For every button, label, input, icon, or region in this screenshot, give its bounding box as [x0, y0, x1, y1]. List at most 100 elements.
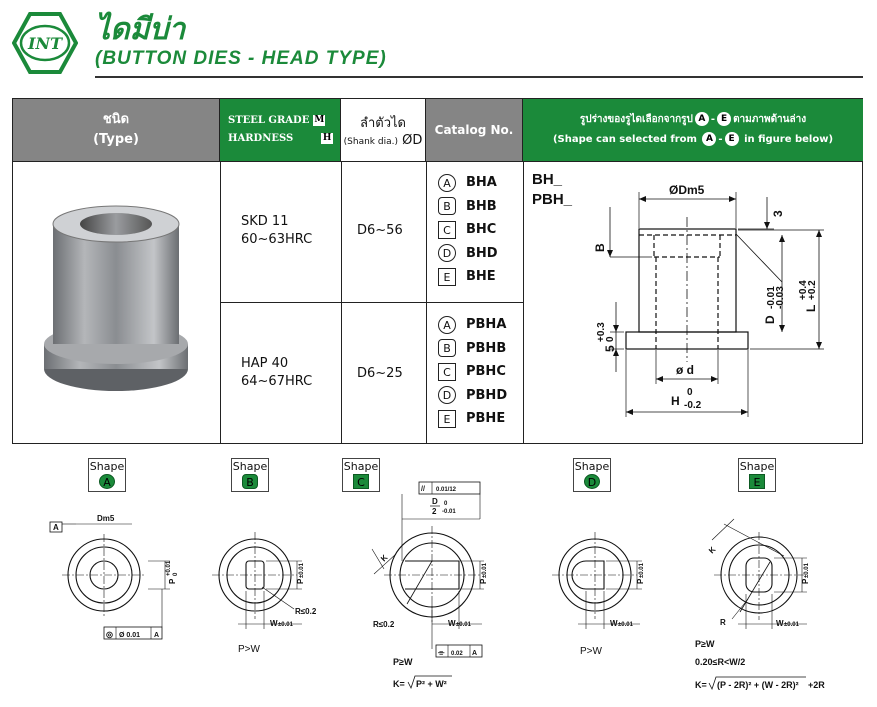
- svg-text:P: P: [801, 578, 810, 584]
- svg-text:K=: K=: [695, 680, 707, 690]
- svg-text:±0.01: ±0.01: [456, 622, 472, 628]
- svg-text:K=: K=: [393, 679, 405, 689]
- svg-text:D: D: [432, 497, 438, 506]
- svg-text:0: 0: [687, 387, 693, 398]
- svg-text:H: H: [671, 394, 680, 408]
- svg-text:◎: ◎: [106, 630, 113, 639]
- svg-text:PBH_: PBH_: [532, 191, 573, 208]
- header-rule: [95, 76, 863, 78]
- svg-text:-0.2: -0.2: [684, 400, 702, 411]
- svg-text:±0.01: ±0.01: [639, 562, 645, 578]
- svg-text:Dm5: Dm5: [97, 514, 115, 523]
- svg-text:-0.03: -0.03: [775, 286, 786, 309]
- page-title-english: (BUTTON DIES - HEAD TYPE): [95, 48, 387, 69]
- svg-text:+0.4: +0.4: [798, 280, 809, 300]
- button-die-photo: [44, 205, 188, 391]
- svg-text:P≥W: P≥W: [695, 639, 715, 649]
- svg-text:L: L: [804, 305, 818, 312]
- svg-text:A: A: [53, 523, 59, 532]
- header-shank: ลำตัวได (Shank dia.) ØD: [341, 99, 426, 161]
- svg-text:±0.01: ±0.01: [784, 622, 800, 628]
- svg-text:0.02: 0.02: [451, 651, 463, 657]
- dimension-drawing: BH_ PBH_: [532, 171, 824, 417]
- svg-text:±0.01: ±0.01: [804, 562, 810, 578]
- svg-text:Ø 0.01: Ø 0.01: [119, 632, 140, 639]
- svg-text:W: W: [776, 619, 784, 628]
- svg-text:B: B: [593, 243, 607, 252]
- logo-text: INT: [27, 34, 63, 53]
- svg-text:±0.01: ±0.01: [482, 562, 488, 578]
- svg-text:P: P: [636, 578, 645, 584]
- svg-text:A: A: [472, 650, 477, 657]
- svg-text:ØDm5: ØDm5: [669, 183, 705, 197]
- svg-text:-0.01: -0.01: [442, 509, 456, 515]
- row2-shank: D6~25: [357, 366, 403, 381]
- svg-text:K: K: [379, 553, 390, 564]
- svg-text:±0.01: ±0.01: [618, 622, 634, 628]
- svg-text:(P - 2R)² + (W - 2R)²: (P - 2R)² + (W - 2R)²: [717, 680, 799, 690]
- svg-text:ø d: ø d: [676, 363, 694, 377]
- svg-text:P>W: P>W: [238, 644, 261, 655]
- svg-text:R≤0.2: R≤0.2: [295, 607, 317, 616]
- svg-text:W: W: [448, 619, 456, 628]
- svg-text:⌯: ⌯: [437, 648, 445, 657]
- svg-text:P: P: [479, 578, 488, 584]
- svg-text:+0.2: +0.2: [807, 280, 818, 300]
- svg-text:P>W: P>W: [580, 646, 603, 657]
- svg-text:W: W: [610, 619, 618, 628]
- svg-text:+0.3: +0.3: [596, 322, 607, 342]
- svg-text:+0.01: +0.01: [166, 560, 172, 576]
- svg-text:R≤0.2: R≤0.2: [373, 620, 395, 629]
- svg-text:P≥W: P≥W: [393, 657, 413, 667]
- header-catalog: Catalog No.: [426, 99, 523, 161]
- svg-text:D: D: [763, 315, 777, 324]
- svg-text:3: 3: [771, 210, 785, 217]
- svg-text:±0.01: ±0.01: [278, 622, 294, 628]
- svg-text:0.20≤R<W/2: 0.20≤R<W/2: [695, 657, 745, 667]
- header-type: ชนิด (Type): [13, 99, 220, 161]
- svg-text:5: 5: [603, 345, 617, 352]
- svg-text:0: 0: [444, 501, 448, 507]
- int-logo: INT: [12, 12, 78, 74]
- svg-text:P² + W²: P² + W²: [416, 679, 447, 689]
- svg-text:A: A: [154, 632, 159, 639]
- svg-text:0.01/12: 0.01/12: [436, 487, 457, 493]
- shape-figures: A Dm5 P +0.01 0 ◎ Ø 0.01 A P ±0.01 R≤0.2…: [49, 481, 825, 691]
- svg-text:+2R: +2R: [808, 680, 825, 690]
- svg-text:-0.01: -0.01: [766, 286, 777, 309]
- svg-text:K: K: [707, 545, 718, 556]
- svg-text:R: R: [720, 618, 726, 627]
- svg-text:BH_: BH_: [532, 171, 563, 188]
- svg-text://: //: [421, 486, 425, 493]
- svg-text:P: P: [168, 578, 177, 584]
- svg-text:P: P: [296, 578, 305, 584]
- svg-text:0: 0: [173, 572, 179, 576]
- svg-text:±0.01: ±0.01: [299, 562, 305, 578]
- row1-shank: D6~56: [357, 223, 403, 238]
- svg-text:W: W: [270, 619, 278, 628]
- svg-text:2: 2: [432, 507, 437, 516]
- svg-text:0: 0: [605, 336, 616, 342]
